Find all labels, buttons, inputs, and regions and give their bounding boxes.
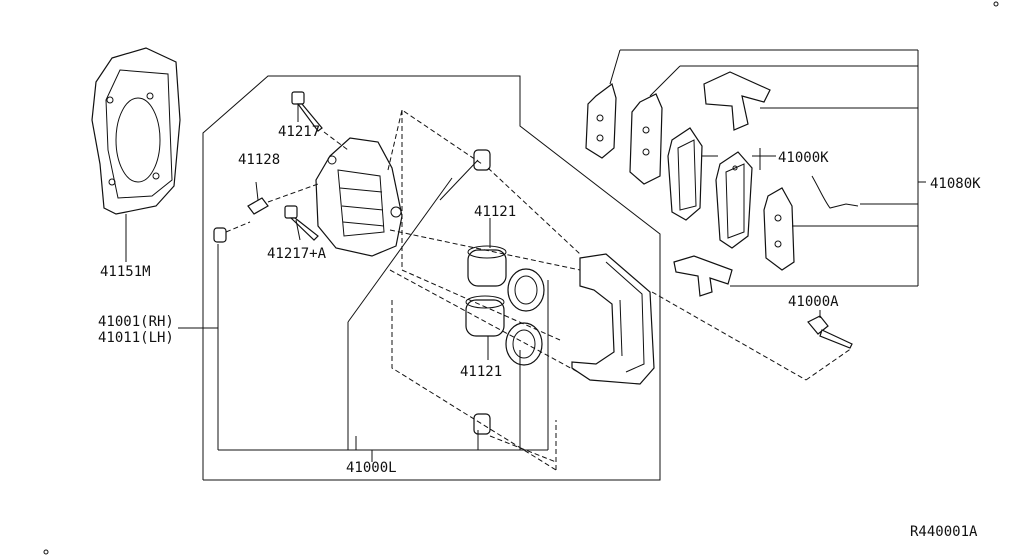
wear-indicator-part [811,175,859,209]
label-41217: 41217 [278,124,320,140]
brake-pad-outer-part [667,127,703,221]
label-41121-upper: 41121 [474,204,516,220]
alignment-dashed-lines [387,109,853,471]
corner-marks [43,1,999,555]
piston-lower-part [465,295,505,337]
label-41000A: 41000A [788,294,839,310]
label-41217A: 41217+A [267,246,327,262]
guide-pin-41217A-part [284,205,319,241]
diagram-reference-code: R440001A [910,524,978,540]
backing-plate-part [91,47,181,262]
label-41000K: 41000K [778,150,829,166]
part-labels: 41151M 41217 41128 41217+A 41001(RH) 410… [98,124,981,540]
caliper-body-part [315,137,403,257]
shim-outer-1-part [585,82,617,159]
assembly-outline [202,75,661,481]
slide-boot-lower-part [473,413,491,435]
mounting-bolt-part [807,315,853,349]
leader-lines [178,49,926,462]
label-41128: 41128 [238,152,280,168]
brake-pad-inner-part [715,151,753,249]
shim-outer-2-part [629,93,663,185]
pad-clip-upper-part [703,71,771,131]
pin-boot-part [213,221,251,243]
piston-upper-part [467,245,507,287]
label-41151M: 41151M [100,264,151,280]
label-41011-lh: 41011(LH) [98,330,174,346]
slide-boot-upper-part [473,149,491,171]
label-41121-lower: 41121 [460,364,502,380]
shim-inner-part [763,187,795,271]
guide-pin-41217-part [291,91,349,151]
piston-seal-upper-part [507,268,545,312]
caliper-bracket-part [571,253,655,385]
label-41001-rh: 41001(RH) [98,314,174,330]
piston-seal-lower-part [505,322,543,366]
label-41000L: 41000L [346,460,397,476]
bleeder-screw-part [247,181,319,215]
pad-clip-lower-part [673,255,733,297]
label-41080K: 41080K [930,176,981,192]
